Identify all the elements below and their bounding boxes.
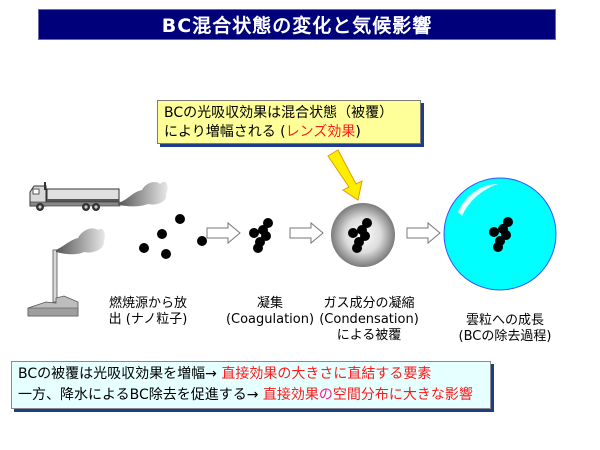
callout-text-end: ): [355, 124, 361, 140]
truck-exhaust-smoke-icon: [118, 181, 168, 207]
summary-text: 一方、降水によるBC除去を促進する: [18, 387, 247, 403]
stage-label-coagulation: 凝集 (Coagulation): [220, 296, 320, 328]
page-title: BC混合状態の変化と気候影響: [161, 15, 433, 37]
summary-highlight: 空間分布に大きな影響: [332, 387, 473, 403]
stage-label-cloud-growth: 雲粒への成長 (BCの除去過程): [455, 313, 555, 345]
stage-label-line: 凝集: [256, 296, 283, 311]
right-arrow-icon: →: [246, 387, 259, 403]
stage-label-emission: 燃焼源から放 出 (ナノ粒子): [98, 296, 198, 328]
summary-highlight: 直接効果の大きさに直結する要素: [221, 366, 432, 382]
stage-label-condensation: ガス成分の凝縮 (Condensation) による被覆: [314, 296, 424, 344]
summary-highlight-particle: の: [318, 387, 333, 403]
title-bar: BC混合状態の変化と気候影響: [38, 9, 556, 40]
pointer-arrow-icon: [327, 149, 363, 201]
stage-label-line: ガス成分の凝縮: [323, 296, 415, 311]
lens-effect-highlight: レンズ効果: [285, 124, 356, 140]
process-arrow-1-icon: [206, 221, 241, 245]
process-arrow-3-icon: [406, 221, 441, 245]
truck-icon: [29, 182, 121, 211]
cloud-droplet-icon: [443, 177, 557, 291]
lens-effect-callout: BCの光吸収効果は混合状態（被覆） により増幅される (レンズ効果): [157, 100, 421, 144]
summary-text: BCの被覆は光吸収効果を増幅: [18, 366, 206, 382]
stage-label-line: 雲粒への成長: [465, 313, 544, 328]
callout-line-1: BCの光吸収効果は混合状態（被覆）: [164, 105, 394, 121]
stage-label-line: 出 (ナノ粒子): [108, 312, 188, 327]
right-arrow-icon: →: [205, 366, 217, 382]
stage-label-line: 燃焼源から放: [108, 296, 187, 311]
coagulated-bc-cluster-icon: [249, 218, 273, 253]
nanoparticles-icon: [139, 214, 207, 259]
summary-highlight: 直接効果: [262, 387, 319, 403]
summary-box: BCの被覆は光吸収効果を増幅→ 直接効果の大きさに直結する要素 一方、降水による…: [11, 361, 491, 409]
coated-bc-particle-icon: [331, 203, 395, 267]
summary-row-2: 一方、降水によるBC除去を促進する→ 直接効果の空間分布に大きな影響: [18, 385, 484, 406]
factory-icon: [27, 249, 79, 317]
callout-line-2: により増幅される (レンズ効果): [164, 123, 414, 142]
callout-text: により増幅される (: [164, 124, 286, 140]
stage-label-line: (Coagulation): [225, 312, 315, 327]
stage-label-line: (BCの除去過程): [458, 329, 552, 344]
stage-label-line: (Condensation): [319, 312, 419, 327]
process-arrow-2-icon: [289, 221, 324, 245]
stage-label-line: による被覆: [336, 328, 402, 343]
summary-row-1: BCの被覆は光吸収効果を増幅→ 直接効果の大きさに直結する要素: [18, 364, 484, 385]
chimney-smoke-icon: [56, 228, 105, 255]
